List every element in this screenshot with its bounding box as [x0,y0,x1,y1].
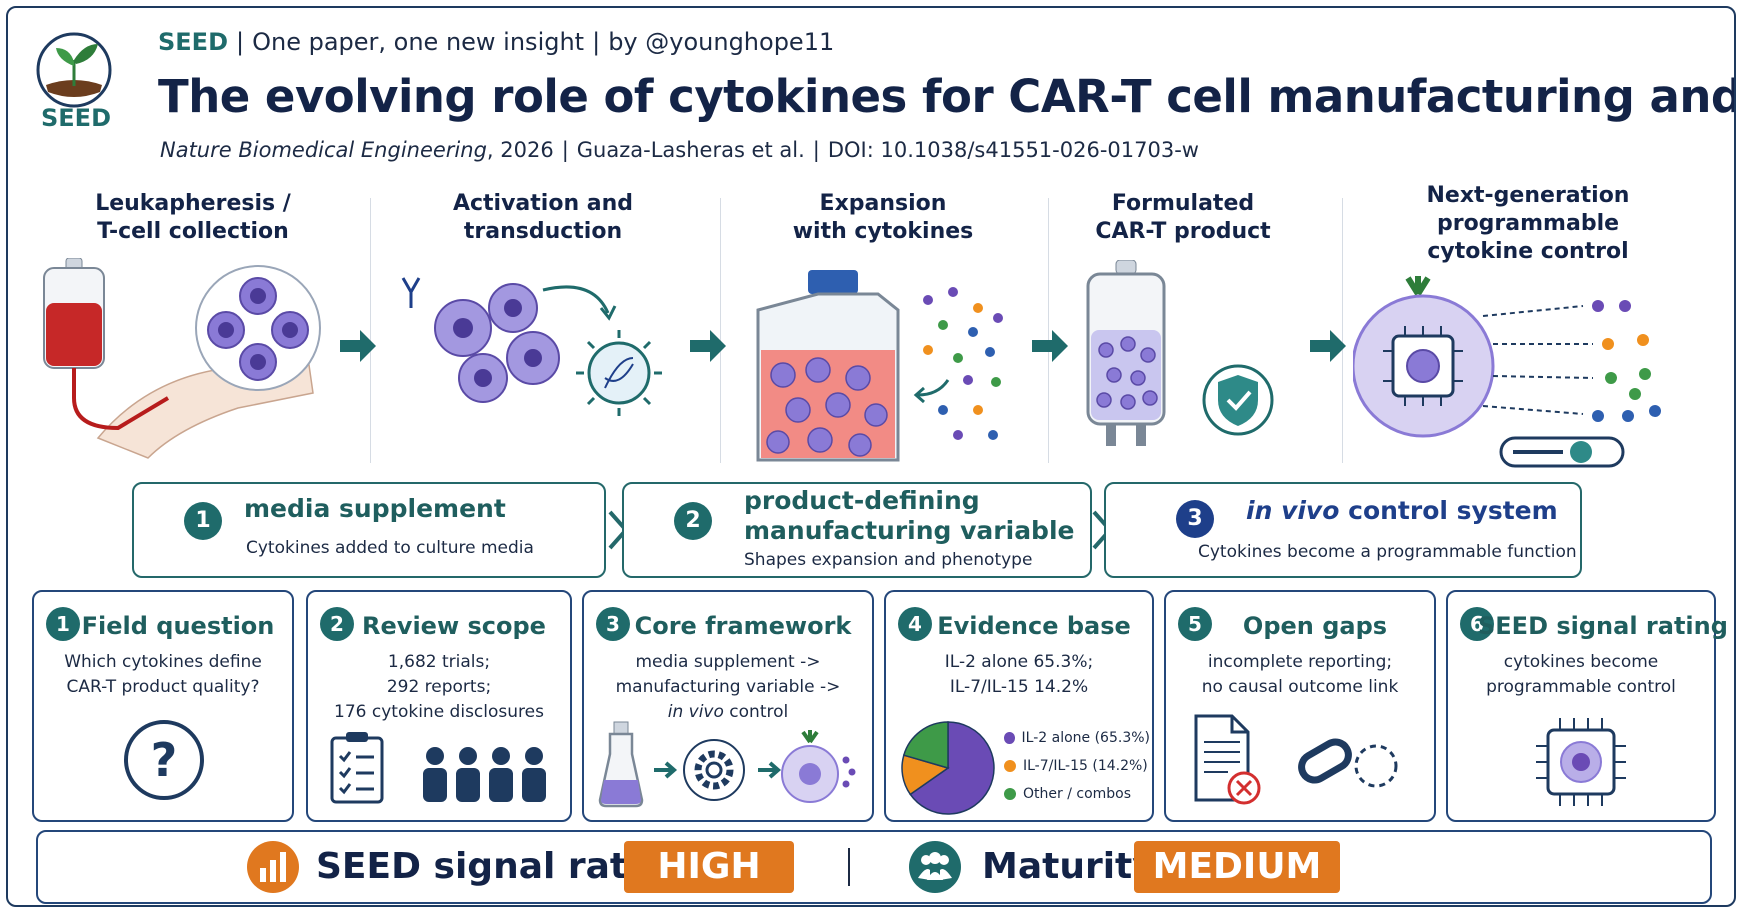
legend-swatch [1004,788,1016,800]
card-title: Field question [81,612,275,640]
divider [370,198,371,463]
stage-subtitle: Cytokines become a programmable function [1198,542,1577,562]
authors: Guaza-Lasheras et al. [576,138,805,162]
programmable-cell-illustration [1353,276,1661,468]
journal-name: Nature Biomedical Engineering [160,138,487,162]
card-review-scope: 2 Review scope 1,682 trials;292 reports;… [306,590,572,822]
card-evidence-base: 4 Evidence base IL-2 alone 65.3%;IL-7/IL… [884,590,1154,822]
header-tagline-line: SEED|One paper, one new insight|by @youn… [158,28,835,56]
card-text: media supplement ->manufacturing variabl… [615,652,841,722]
brand-name: SEED [158,28,228,56]
logo-text: SEED [41,104,111,132]
legend-label: IL-7/IL-15 (14.2%) [1023,758,1148,774]
infographic-frame: SEED SEED|One paper, one new insight|by … [6,6,1736,907]
legend-item: IL-2 alone (65.3%) [1004,724,1150,752]
people-group-icon [423,747,546,802]
activation-illustration [401,277,662,416]
step-label-collection: Leukapheresis /T-cell collection [95,191,291,244]
card-open-gaps: 5 Open gaps incomplete reporting;no caus… [1164,590,1436,822]
clipboard-checklist-icon [330,732,384,804]
legend-swatch [1004,732,1015,744]
bar-chart-icon [247,841,299,893]
pie-slice-0 [909,721,995,815]
stage-number: 2 [674,502,712,540]
card-title: Review scope [362,612,546,640]
legend-swatch [1004,760,1016,772]
byline: by @younghope11 [608,28,835,56]
card-text: 1,682 trials;292 reports;176 cytokine di… [334,652,544,722]
card-title: Core framework [634,612,852,640]
legend-label: IL-2 alone (65.3%) [1021,730,1150,746]
arrow-right-icon [690,330,726,362]
stage-box-in-vivo-control: 3 in vivo control system Cytokines becom… [1104,482,1582,578]
leukapheresis-illustration [43,258,321,459]
svg-text:?: ? [151,733,178,787]
year: , 2026 [486,138,554,162]
card-number: 6 [1460,607,1494,641]
doi: DOI: 10.1038/s41551-026-01703-w [827,138,1199,162]
card-number: 3 [596,607,630,641]
card-title: Evidence base [937,612,1131,640]
framework-flow-icons [598,721,856,808]
car-t-product-bag [1086,260,1274,446]
card-number: 5 [1178,607,1212,641]
card-number: 4 [898,607,932,641]
legend-label: Other / combos [1023,786,1132,802]
legend-item: IL-7/IL-15 (14.2%) [1004,752,1150,780]
stage-number: 3 [1176,500,1214,538]
stage-subtitle: Shapes expansion and phenotype [744,550,1033,570]
divider [848,848,850,886]
stage-box-media-supplement: 1 media supplement Cytokines added to cu… [132,482,606,578]
page-title: The evolving role of cytokines for CAR-T… [158,70,1736,123]
arrow-right-icon [1032,330,1068,362]
card-text: IL-2 alone 65.3%;IL-7/IL-15 14.2% [944,652,1094,697]
document-error-icon [1194,714,1261,805]
card-number: 1 [46,607,80,641]
divider [1048,198,1049,463]
card-title: Open gaps [1242,612,1388,640]
card-core-framework: 3 Core framework media supplement ->manu… [582,590,874,822]
stage-number: 1 [184,502,222,540]
stage-title: in vivo control system [1246,496,1558,525]
tagline: One paper, one new insight [252,28,585,56]
card-number: 2 [320,607,354,641]
stage-subtitle: Cytokines added to culture media [246,538,534,558]
pie-legend: IL-2 alone (65.3%) IL-7/IL-15 (14.2%) Othe… [1004,724,1150,808]
culture-flask-illustration [756,270,1003,462]
maturity-badge: MEDIUM [1134,841,1340,893]
divider [720,198,721,463]
citation: Nature Biomedical Engineering, 2026|Guaz… [160,138,1199,162]
signal-rating-badge: HIGH [624,841,794,893]
question-mark-icon: ? [124,720,204,800]
arrow-right-icon [1310,330,1346,362]
pie-slice-2 [902,721,949,769]
arrow-right-icon [340,330,376,362]
legend-item: Other / combos [1004,780,1150,808]
seed-logo-icon [36,32,112,108]
card-title: SEED signal rating [1478,612,1728,640]
divider [1342,198,1343,463]
group-icon [909,841,961,893]
stage-title: media supplement [244,494,506,523]
cytokine-pie-chart [901,721,995,815]
rating-footer: SEED signal rating: HIGH Maturity: MEDIU… [36,830,1712,904]
broken-link-icon [1298,738,1398,788]
card-text: incomplete reporting;no causal outcome l… [1201,652,1399,697]
cell-chip-icon [1536,718,1626,806]
